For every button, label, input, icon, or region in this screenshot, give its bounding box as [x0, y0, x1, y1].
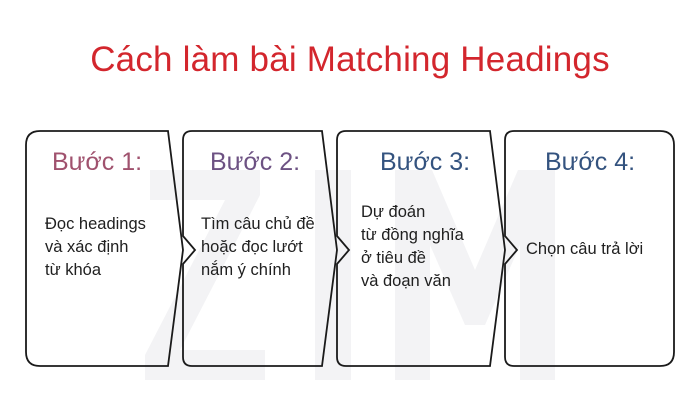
step-2-heading: Bước 2:: [210, 148, 301, 176]
watermark-letter-z: [145, 170, 265, 380]
step-2-box: [182, 130, 338, 367]
step-1-heading: Bước 1:: [52, 148, 143, 176]
step-4-body: Chọn câu trả lời: [526, 240, 644, 258]
step-2-body: Tìm câu chủ đề hoặc đọc lướt nắm ý chính: [201, 215, 315, 279]
step-3-body: Dự đoán từ đồng nghĩa ở tiêu đề và đoạn …: [361, 203, 464, 290]
step-1-box: [25, 130, 184, 367]
watermark-letter-m: [395, 170, 555, 380]
step-3-box: [336, 130, 506, 367]
step-4-heading: Bước 4:: [545, 148, 636, 176]
diagram-title: Cách làm bài Matching Headings: [90, 40, 610, 79]
step-1-body: Đọc headings và xác định từ khóa: [45, 215, 146, 279]
step-4-box: [504, 130, 675, 367]
step-3-heading: Bước 3:: [380, 148, 471, 176]
